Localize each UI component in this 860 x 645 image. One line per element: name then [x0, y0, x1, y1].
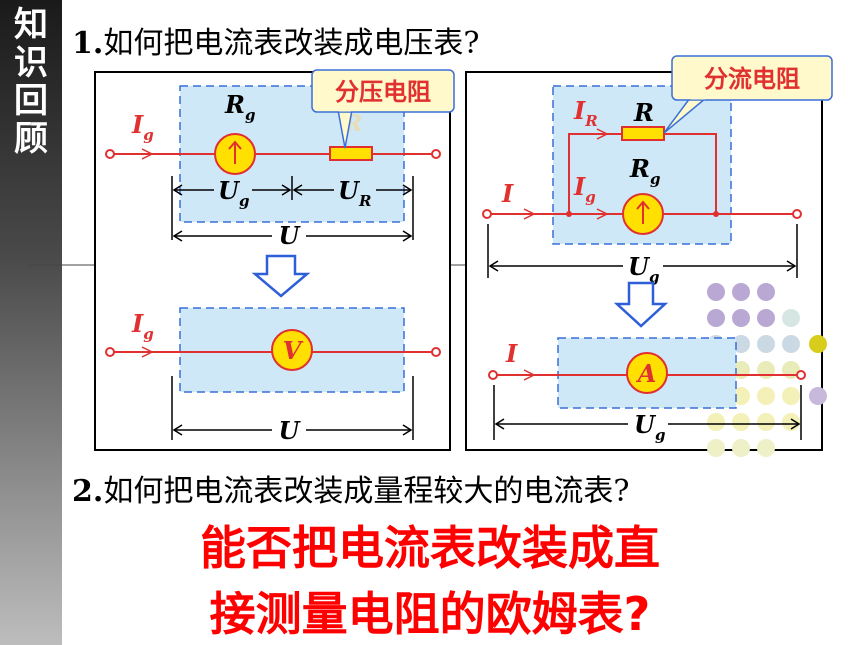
ammeter-symbol: A	[636, 359, 657, 388]
u-label: U	[279, 416, 302, 445]
rg-label: Rg	[224, 90, 255, 124]
shunt-resistor-callout: 分流电阻	[704, 65, 800, 93]
question-2-text: 如何把电流表改装成量程较大的电流表?	[103, 474, 630, 509]
current-label: I	[501, 179, 514, 208]
sidebar-title: 知 识 回 顾	[10, 6, 52, 158]
question-3-line-2: 接测量电阻的欧姆表?	[209, 587, 651, 641]
current-arrow	[141, 148, 154, 160]
current-arrow	[596, 208, 609, 220]
sidebar-char: 识	[14, 43, 48, 83]
current-arrow	[596, 128, 609, 140]
current-label: Ig	[131, 110, 154, 144]
ig-label: Ig	[573, 172, 596, 206]
terminal	[431, 347, 441, 357]
terminal	[431, 149, 441, 159]
question-1-text: 如何把电流表改装成电压表?	[103, 26, 480, 61]
r-label: R	[633, 98, 654, 127]
terminal	[105, 347, 115, 357]
ug-label: Ug	[634, 410, 665, 444]
dim-arrow	[292, 184, 303, 196]
terminal	[488, 370, 498, 380]
question-1-number: 1.	[72, 26, 104, 61]
dim-arrow	[172, 230, 183, 242]
galvanometer-needle-head	[636, 200, 650, 210]
current-label: I	[505, 339, 518, 368]
dim-arrow	[402, 230, 413, 242]
u-label: U	[279, 221, 302, 250]
dim-arrow	[402, 424, 413, 436]
current-arrow	[523, 208, 536, 220]
ir-label: IR	[573, 96, 598, 130]
dim-arrow	[494, 418, 505, 430]
callout-box	[671, 55, 833, 101]
transform-arrow	[613, 281, 669, 328]
question-3-line-1: 能否把电流表改装成直	[200, 521, 660, 575]
question-2-number: 2.	[72, 474, 104, 509]
junction	[713, 211, 719, 217]
divider-resistor-callout: 分压电阻	[335, 78, 431, 106]
sidebar-char: 回	[14, 81, 48, 121]
question-2: 2.如何把电流表改装成量程较大的电流表?	[72, 466, 629, 510]
sidebar-char: 顾	[14, 119, 48, 159]
divider-resistor	[329, 146, 373, 161]
voltmeter	[271, 329, 313, 371]
rg-label: Rg	[629, 154, 660, 188]
galvanometer-needle-head	[228, 140, 242, 150]
transform-arrow	[251, 254, 311, 298]
dim-arrow	[488, 260, 499, 272]
sidebar-banner: 知 识 回 顾	[0, 0, 62, 645]
question-1: 1.如何把电流表改装成电压表?	[72, 18, 479, 62]
terminal	[796, 370, 806, 380]
ammeter	[626, 352, 668, 394]
current-arrow	[141, 346, 154, 358]
current-arrow	[523, 369, 536, 381]
dim-arrow	[786, 260, 797, 272]
dim-arrow	[790, 418, 801, 430]
dim-arrow	[402, 184, 413, 196]
ug-label: Ug	[218, 176, 249, 210]
shunt-resistor	[621, 126, 665, 141]
terminal	[105, 149, 115, 159]
terminal	[482, 209, 492, 219]
current-label: Ig	[131, 309, 154, 343]
ug-label: Ug	[628, 252, 659, 286]
dim-arrow	[281, 184, 292, 196]
dim-arrow	[172, 424, 183, 436]
dim-arrow	[172, 184, 183, 196]
ur-label: UR	[338, 176, 371, 210]
terminal	[792, 209, 802, 219]
sidebar-char: 知	[14, 5, 48, 45]
voltmeter-symbol: V	[283, 336, 304, 365]
junction	[566, 211, 572, 217]
callout-box	[311, 69, 455, 113]
